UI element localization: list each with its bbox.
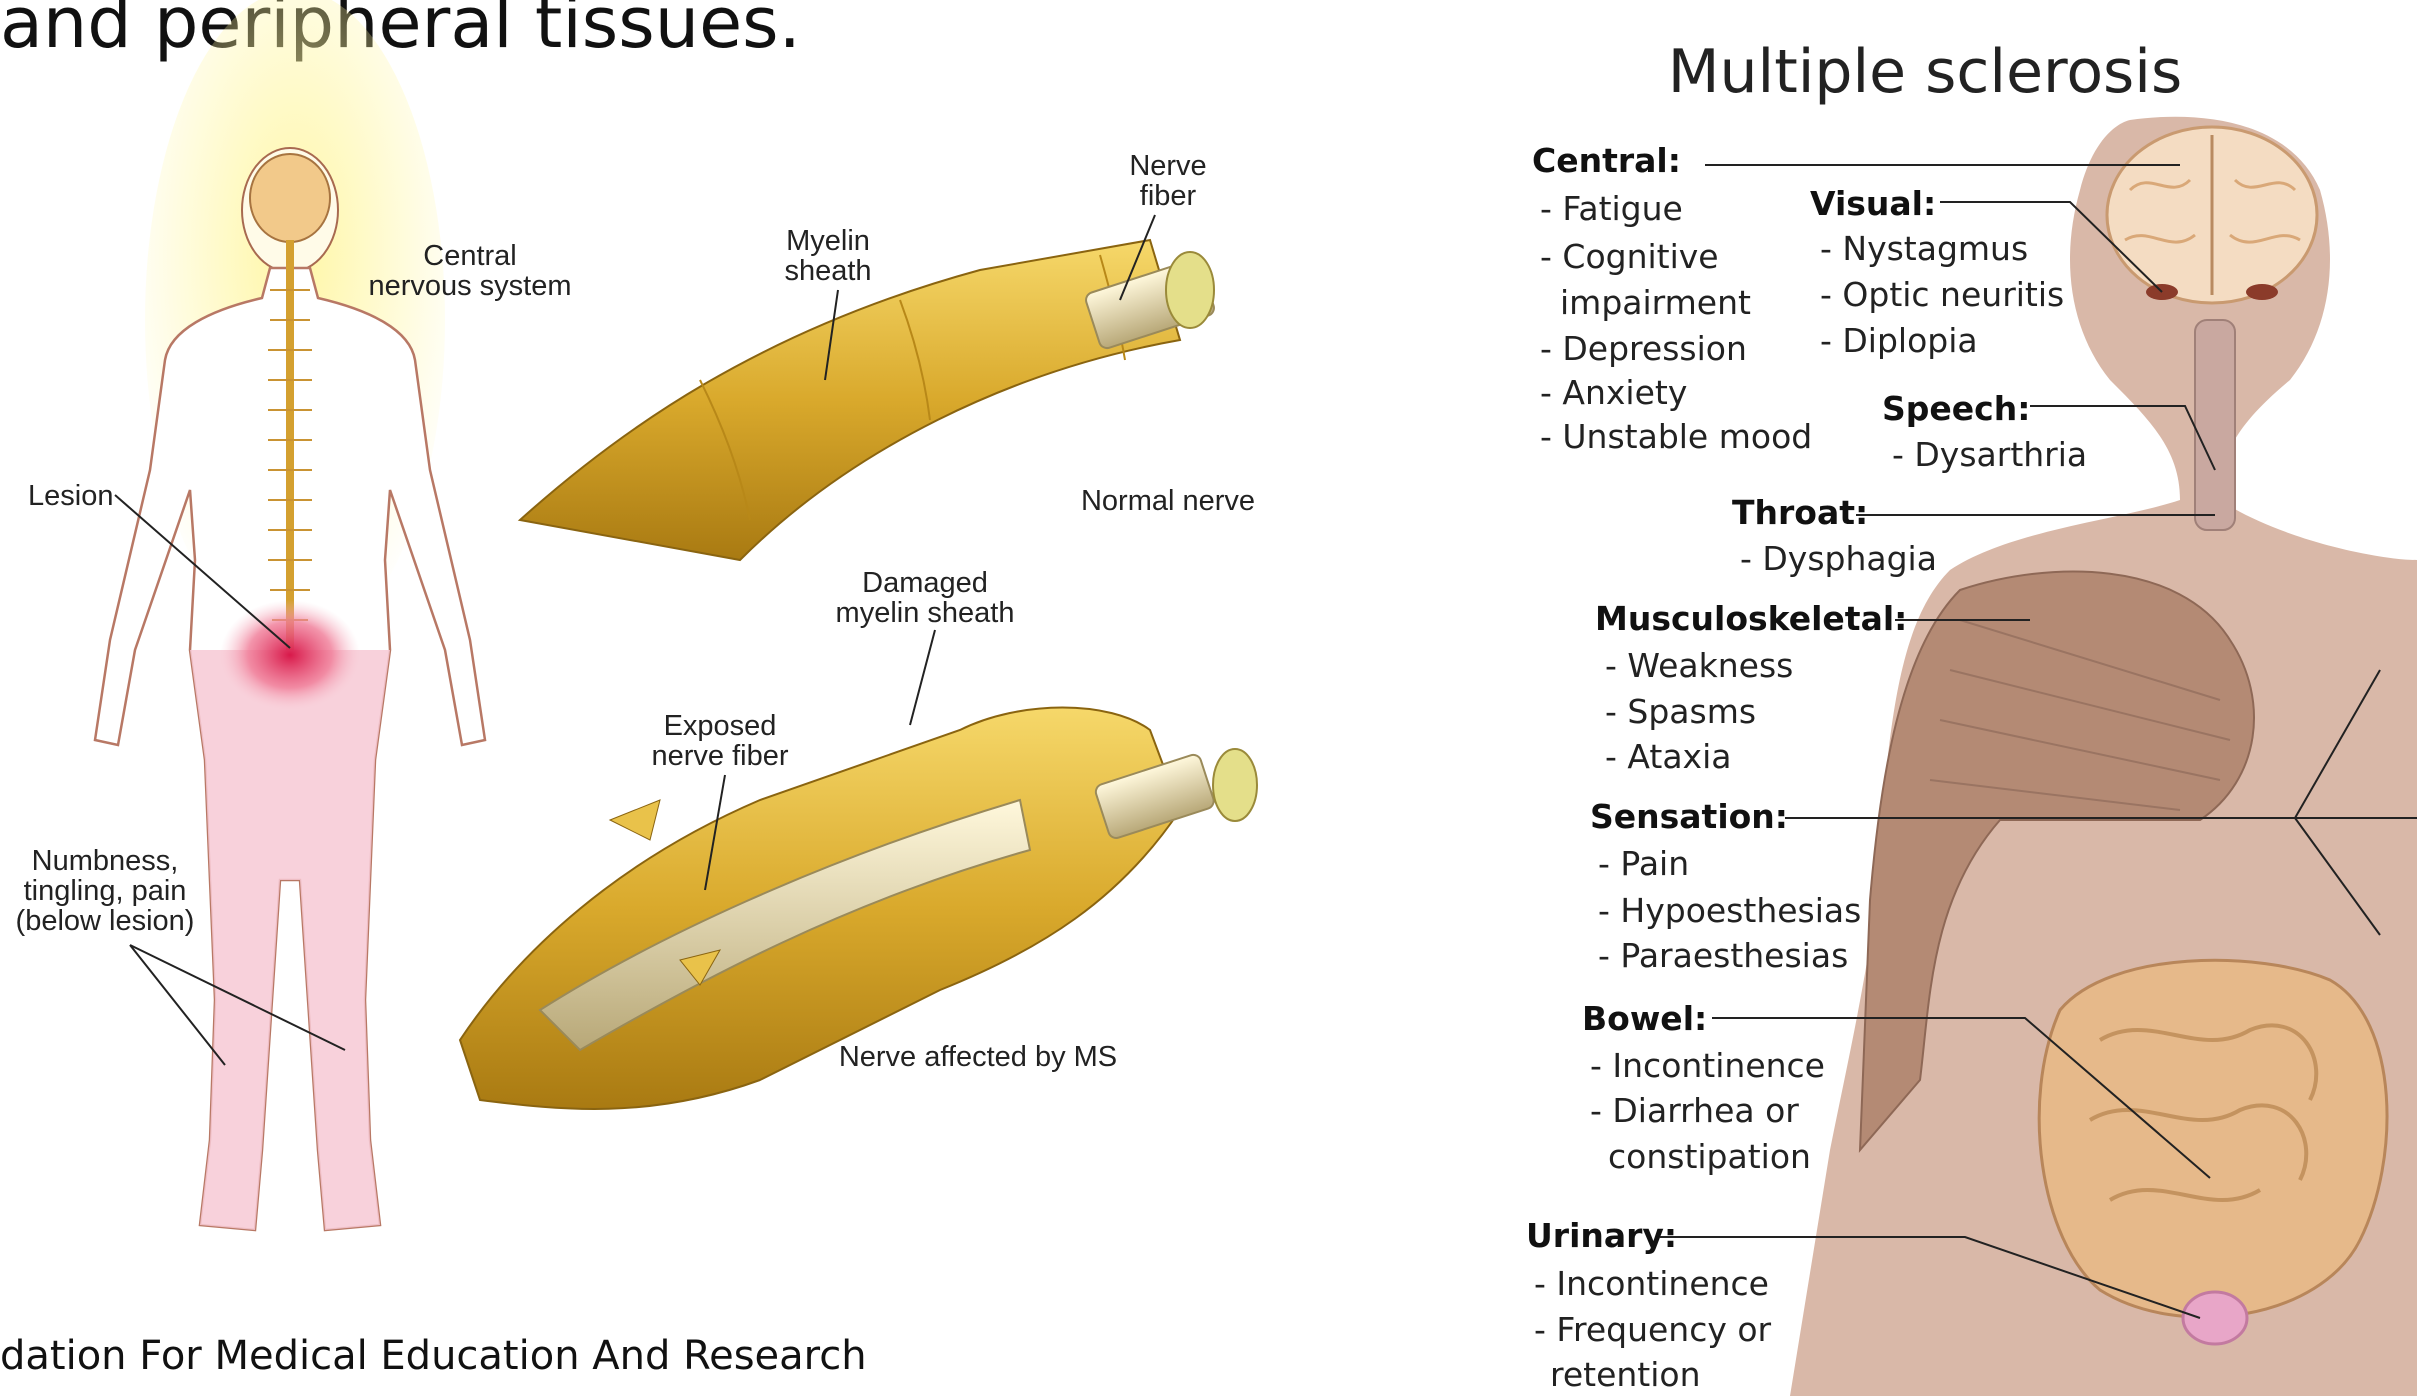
central-item: - Depression [1540, 329, 1747, 368]
brain-icon [250, 154, 330, 242]
ms-group-urinary: Urinary: - Incontinence - Frequency or r… [1526, 1216, 1772, 1394]
lesion-spot [220, 600, 360, 710]
exposed-line2: nerve fiber [651, 740, 788, 772]
musculoskeletal-item: - Ataxia [1605, 737, 1731, 776]
exposed-fiber-label: Exposed nerve fiber [651, 710, 788, 772]
ms-group-bowel: Bowel: - Incontinence - Diarrhea or cons… [1582, 999, 1825, 1176]
human-body-figure [95, 0, 485, 1230]
damaged-leader [910, 630, 935, 725]
musculoskeletal-heading: Musculoskeletal: [1595, 599, 1907, 638]
speech-item: - Dysarthria [1892, 435, 2087, 474]
urinary-item: - Frequency or [1534, 1310, 1772, 1349]
bowel-heading: Bowel: [1582, 999, 1707, 1038]
numbness-line2: tingling, pain [24, 875, 187, 907]
throat-icon [2195, 320, 2235, 530]
visual-item: - Nystagmus [1820, 229, 2028, 268]
right-eye-icon [2246, 284, 2278, 300]
ms-group-musculoskeletal: Musculoskeletal: - Weakness - Spasms - A… [1595, 599, 1907, 776]
nerve-fiber-line1: Nerve [1129, 150, 1206, 182]
ms-group-speech: Speech: - Dysarthria [1882, 389, 2087, 474]
numbness-line3: (below lesion) [16, 905, 195, 937]
fiber-end [1166, 252, 1214, 328]
cns-label-line2: nervous system [368, 270, 571, 302]
sensation-item: - Paraesthesias [1598, 936, 1848, 975]
sensation-item: - Hypoesthesias [1598, 891, 1861, 930]
intestines-icon [2039, 960, 2387, 1317]
myelin-sheath-label: Myelin sheath [784, 225, 871, 287]
myelin-line1: Myelin [786, 225, 870, 257]
footer-text: dation For Medical Education And Researc… [0, 1333, 867, 1379]
nerve-fiber-label: Nerve fiber [1129, 150, 1206, 212]
visual-item: - Optic neuritis [1820, 275, 2064, 314]
numbness-leader-1 [130, 945, 225, 1065]
musculoskeletal-item: - Spasms [1605, 692, 1756, 731]
nerve-fiber-line2: fiber [1140, 180, 1197, 212]
damaged-line2: myelin sheath [836, 597, 1015, 629]
exposed-line1: Exposed [664, 710, 777, 742]
central-item: - Anxiety [1540, 373, 1687, 412]
ms-title: Multiple sclerosis [1668, 37, 2182, 107]
damaged-line1: Damaged [862, 567, 988, 599]
central-item: impairment [1560, 283, 1751, 322]
central-heading: Central: [1532, 141, 1681, 180]
bowel-item: - Incontinence [1590, 1046, 1825, 1085]
ms-group-sensation: Sensation: - Pain - Hypoesthesias - Para… [1590, 797, 1861, 975]
damaged-sheath-label: Damaged myelin sheath [836, 567, 1015, 629]
urinary-item: retention [1550, 1355, 1701, 1394]
central-item: - Cognitive [1540, 237, 1719, 276]
throat-item: - Dysphagia [1740, 539, 1937, 578]
visual-item: - Diplopia [1820, 321, 1978, 360]
urinary-heading: Urinary: [1526, 1216, 1677, 1255]
ms-group-central: Central: - Fatigue - Cognitive impairmen… [1532, 141, 1812, 456]
ms-group-visual: Visual: - Nystagmus - Optic neuritis - D… [1810, 184, 2064, 360]
visual-heading: Visual: [1810, 184, 1936, 223]
central-item: - Unstable mood [1540, 417, 1812, 456]
sensation-item: - Pain [1598, 844, 1689, 883]
numbness-line1: Numbness, [32, 845, 179, 877]
cns-label-line1: Central [423, 240, 517, 272]
lesion-label: Lesion [28, 480, 113, 512]
myelin-line2: sheath [784, 255, 871, 287]
bowel-item: - Diarrhea or [1590, 1091, 1799, 1130]
speech-heading: Speech: [1882, 389, 2030, 428]
sheath-fragment-1 [610, 800, 660, 840]
central-item: - Fatigue [1540, 189, 1683, 228]
numbness-label: Numbness, tingling, pain (below lesion) [16, 845, 195, 937]
bowel-item: constipation [1608, 1137, 1811, 1176]
numb-region [190, 650, 390, 1230]
ms-group-throat: Throat: - Dysphagia [1732, 493, 1937, 578]
throat-heading: Throat: [1732, 493, 1868, 532]
sensation-heading: Sensation: [1590, 797, 1788, 836]
normal-nerve-label: Normal nerve [1081, 485, 1255, 517]
damaged-fiber-end [1213, 749, 1257, 821]
ms-nerve-label: Nerve affected by MS [839, 1041, 1117, 1073]
bladder-icon [2183, 1292, 2247, 1344]
musculoskeletal-item: - Weakness [1605, 646, 1793, 685]
urinary-item: - Incontinence [1534, 1264, 1769, 1303]
